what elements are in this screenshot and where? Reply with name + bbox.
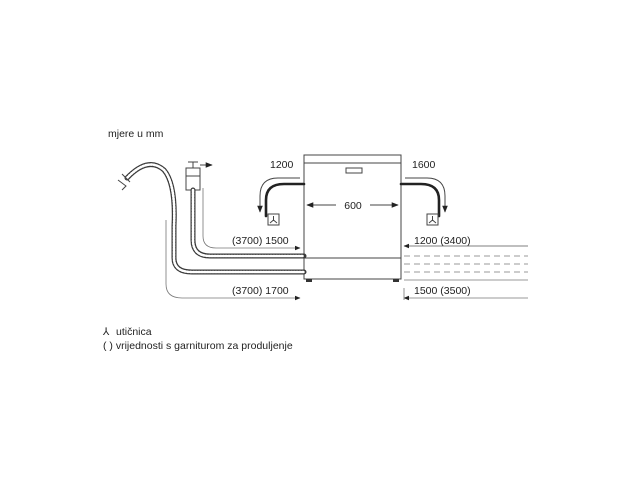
diagram-title: mjere u mm — [108, 128, 164, 140]
aquastop-valve — [185, 167, 201, 191]
legend-socket: utičnica — [116, 326, 152, 338]
legend-socket-symbol: ⅄ — [103, 326, 110, 338]
legend-extension: ( ) vrijednosti s garniturom za produlje… — [103, 340, 293, 352]
right-bottom-label: 1500 (3500) — [414, 285, 471, 297]
left-bottom-dimension: (3700) 1700 — [165, 220, 301, 301]
socket-left-icon — [267, 213, 280, 226]
inlet-hose — [185, 161, 307, 259]
width-dimension: 600 — [306, 200, 399, 212]
floor-lines — [404, 245, 528, 281]
left-mid-dimension: (3700) 1500 — [202, 188, 301, 251]
legend: ⅄ utičnica ( ) vrijednosti s garniturom … — [103, 326, 293, 352]
right-mid-label: 1200 (3400) — [414, 235, 471, 247]
socket-right-icon — [426, 213, 439, 226]
right-mid-dimension: 1200 (3400) — [403, 235, 528, 249]
right-socket-reach: 1600 — [399, 159, 448, 226]
left-bottom-label: (3700) 1700 — [232, 285, 289, 297]
width-label: 600 — [344, 200, 362, 212]
drain-hose — [117, 162, 307, 275]
left-mid-label: (3700) 1500 — [232, 235, 289, 247]
left-socket-reach: 1200 — [257, 159, 306, 226]
right-top-label: 1600 — [412, 159, 436, 171]
left-top-label: 1200 — [270, 159, 294, 171]
right-bottom-dimension: 1500 (3500) — [403, 285, 528, 301]
dishwasher — [303, 154, 402, 282]
